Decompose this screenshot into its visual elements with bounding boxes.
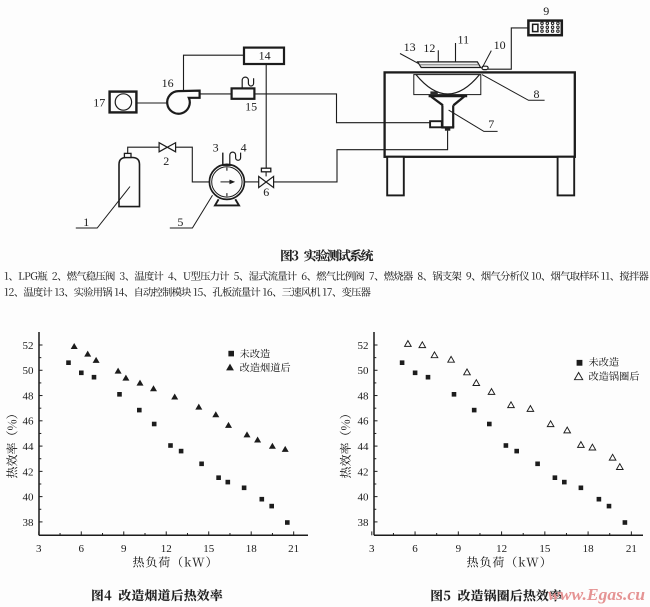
svg-text:50: 50: [23, 365, 35, 377]
svg-text:11: 11: [458, 33, 470, 47]
svg-text:2: 2: [163, 154, 169, 168]
svg-text:3: 3: [369, 543, 375, 555]
svg-text:6: 6: [79, 543, 85, 555]
svg-text:46: 46: [358, 416, 370, 428]
svg-text:17: 17: [93, 96, 105, 110]
svg-text:16: 16: [162, 76, 174, 90]
svg-text:18: 18: [583, 543, 595, 555]
svg-text:18: 18: [246, 543, 258, 555]
svg-text:48: 48: [358, 390, 370, 402]
svg-text:12: 12: [496, 543, 507, 555]
svg-text:8: 8: [534, 87, 540, 101]
svg-text:6: 6: [263, 185, 269, 199]
svg-text:38: 38: [23, 517, 35, 529]
svg-text:42: 42: [23, 466, 34, 478]
svg-text:14: 14: [259, 49, 271, 63]
svg-text:9: 9: [456, 543, 462, 555]
svg-text:1: 1: [83, 215, 89, 229]
svg-text:12: 12: [161, 543, 172, 555]
svg-text:40: 40: [358, 492, 370, 504]
svg-text:48: 48: [23, 390, 35, 402]
svg-text:13: 13: [404, 40, 416, 54]
svg-text:38: 38: [358, 517, 370, 529]
svg-text:15: 15: [539, 543, 551, 555]
svg-text:7: 7: [488, 117, 494, 131]
svg-text:40: 40: [23, 492, 35, 504]
svg-text:52: 52: [23, 340, 34, 352]
svg-text:3: 3: [213, 141, 219, 155]
svg-text:10: 10: [494, 38, 506, 52]
svg-text:3: 3: [36, 543, 42, 555]
svg-text:15: 15: [203, 543, 215, 555]
svg-text:44: 44: [23, 441, 35, 453]
svg-text:44: 44: [358, 441, 370, 453]
svg-text:21: 21: [288, 543, 299, 555]
svg-text:12: 12: [423, 41, 435, 55]
svg-text:21: 21: [626, 543, 637, 555]
svg-text:50: 50: [358, 365, 370, 377]
svg-text:www.Egas.cu: www.Egas.cu: [548, 585, 645, 604]
svg-text:5: 5: [177, 215, 183, 229]
svg-text:4: 4: [241, 140, 247, 154]
svg-text:15: 15: [245, 99, 257, 113]
svg-text:6: 6: [412, 543, 418, 555]
svg-text:46: 46: [23, 416, 35, 428]
svg-text:42: 42: [358, 466, 369, 478]
svg-text:9: 9: [121, 543, 127, 555]
svg-text:52: 52: [358, 340, 369, 352]
svg-text:9: 9: [543, 4, 549, 18]
